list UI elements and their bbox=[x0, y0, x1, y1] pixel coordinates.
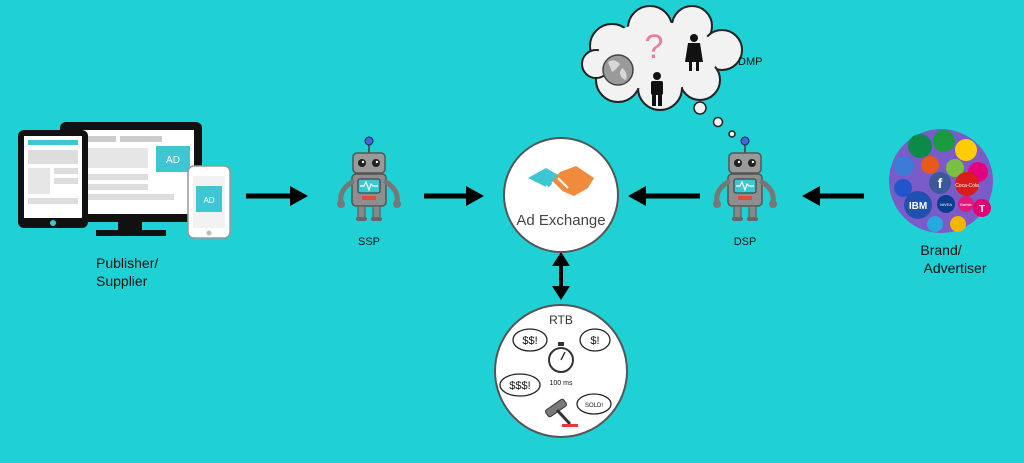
svg-text:?: ? bbox=[645, 28, 664, 66]
globe-icon bbox=[602, 54, 634, 86]
ad-exchange-label: Ad Exchange bbox=[516, 212, 605, 229]
speech-bubble: $$$! bbox=[499, 373, 541, 397]
speech-bubble: $! bbox=[579, 328, 611, 352]
svg-text:SOLD!: SOLD! bbox=[585, 403, 603, 409]
ssp-label: SSP bbox=[358, 236, 380, 248]
arrow-publisher-to-ssp bbox=[246, 186, 308, 206]
arrow-ssp-to-exchange bbox=[424, 186, 484, 206]
speech-bubble: SOLD! bbox=[576, 393, 612, 415]
ssp-robot-icon bbox=[337, 137, 401, 221]
dsp-robot-icon bbox=[713, 137, 777, 221]
brand-label-line2: Advertiser bbox=[923, 260, 986, 276]
publisher-label-line1: Publisher/ bbox=[96, 255, 158, 271]
brand-logos-circle: IBM f Coca-Cola T Barbie NIVEA bbox=[889, 129, 993, 233]
monitor-ad-text: AD bbox=[166, 155, 180, 166]
ad-exchange-node: Ad Exchange bbox=[503, 137, 619, 253]
arrow-brand-to-dsp bbox=[802, 186, 864, 206]
brand-logo-text: IBM bbox=[909, 201, 927, 212]
gavel-icon bbox=[544, 398, 578, 427]
svg-text:$$!: $$! bbox=[522, 335, 537, 347]
rtb-title: RTB bbox=[549, 313, 573, 327]
woman-icon bbox=[685, 34, 703, 71]
brand-label-line1: Brand/ bbox=[920, 242, 961, 258]
publisher-devices-icon: AD AD bbox=[18, 122, 231, 239]
rtb-node: RTB $$! $! $$$! SOLD! 100 ms bbox=[494, 304, 628, 438]
brand-logo-text: NIVEA bbox=[940, 202, 952, 207]
man-icon bbox=[651, 72, 663, 106]
dsp-label: DSP bbox=[734, 236, 757, 248]
speech-bubble: $$! bbox=[512, 328, 548, 352]
brand-logo-text: Barbie bbox=[960, 202, 972, 207]
phone-ad-text: AD bbox=[203, 196, 214, 205]
svg-text:$!: $! bbox=[590, 335, 599, 347]
svg-text:$$$!: $$$! bbox=[509, 380, 530, 392]
timer-label: 100 ms bbox=[550, 380, 573, 387]
arrow-exchange-rtb-bidirectional bbox=[552, 252, 570, 300]
brand-logo-text: Coca-Cola bbox=[955, 183, 979, 189]
question-mark-icon: ? bbox=[645, 28, 664, 66]
publisher-label-line2: Supplier bbox=[96, 273, 148, 289]
arrow-dsp-to-exchange bbox=[628, 186, 700, 206]
brand-logo-text: f bbox=[938, 175, 943, 191]
dmp-thought-cloud: ? bbox=[581, 5, 743, 138]
dmp-label: DMP bbox=[738, 56, 762, 68]
brand-logo-text: T bbox=[979, 204, 985, 215]
stopwatch-icon: 100 ms bbox=[548, 342, 574, 387]
handshake-icon bbox=[528, 166, 594, 197]
